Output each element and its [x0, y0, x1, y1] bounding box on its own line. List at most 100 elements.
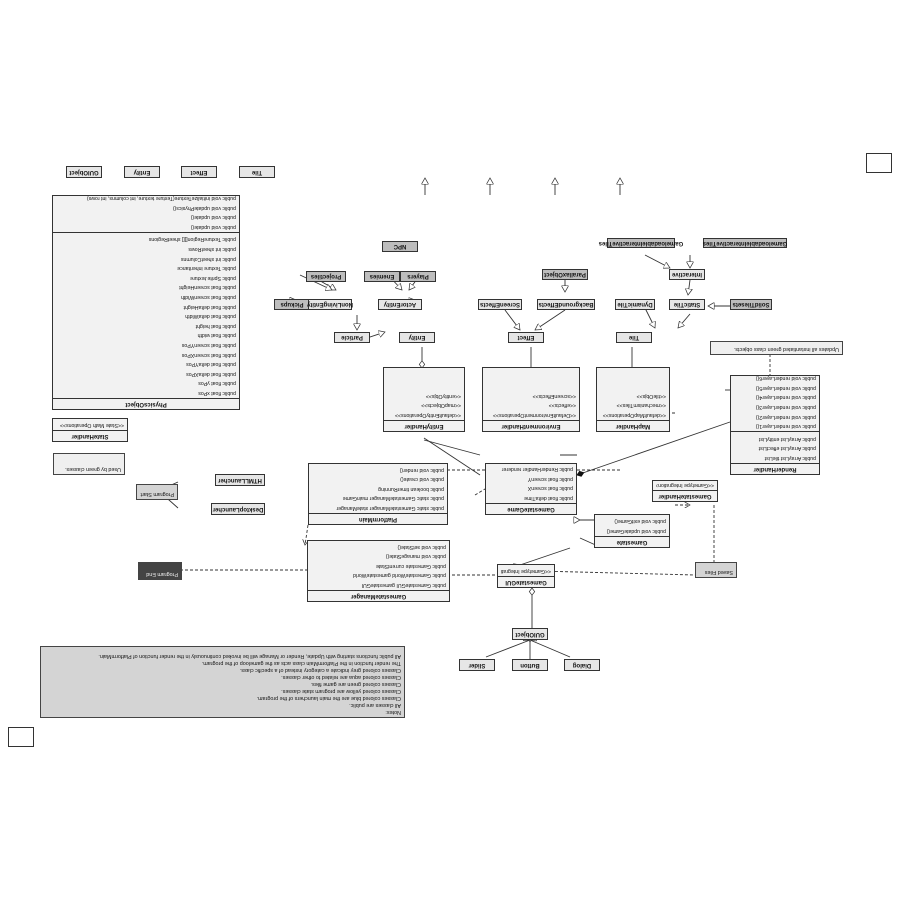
note-line: Classes colored green are game files. — [310, 681, 402, 687]
note-line: All public functions starting with Updat… — [98, 653, 401, 659]
note-corner-icon — [8, 727, 34, 747]
class-field: public int sheetRows — [188, 246, 236, 253]
static-tile-class: StaticTile — [669, 299, 705, 310]
note-corner-icon — [866, 153, 892, 173]
class-field: public ArrayList entityList — [758, 435, 816, 442]
class-field: public float deltaWidth — [185, 313, 236, 320]
note-line: Classes colored grey indicate a category… — [239, 667, 401, 673]
note-line: Classes colored yellow are program state… — [281, 688, 401, 694]
class-title: GamestateGame — [486, 503, 576, 514]
stereotype: <<defaultEntityOperations>> — [394, 412, 461, 418]
gamestate-manager-class: GamestateManager public GamestateGUI gam… — [307, 540, 450, 602]
gameloadable-interactive-tiles-class: GameloadableInteractiveTiles — [598, 238, 684, 248]
enemies-class: Enemies — [364, 271, 400, 282]
class-method: public void updatePhysics() — [172, 204, 236, 211]
class-field: public float screenXPos — [181, 351, 236, 358]
gameloadable-interactive-tiles-class-2: GameloadableInteractiveTiles — [702, 238, 788, 248]
map-handler-class: MapHandler <<defaultMapOperations>> <<me… — [596, 367, 670, 432]
parent-class-guiobject: GUIObject — [66, 166, 102, 178]
screen-effects-class: ScreenEffects — [478, 299, 522, 310]
guiobject-class: GUIObject — [512, 628, 548, 640]
saved-files-note: Saved Files — [695, 562, 737, 578]
methods-section: public void renderLayer1() public void re… — [731, 372, 819, 432]
fields-section: public float xPos public float yPos public… — [53, 231, 239, 398]
class-method: public void update() — [190, 223, 236, 230]
class-method: public void renderLayer4() — [755, 394, 816, 401]
effect-class: Effect — [508, 332, 544, 343]
methods-section: public void update() public void update()… — [53, 192, 239, 232]
class-method: public void renderLayer2() — [755, 413, 816, 420]
pickups-class: Pickups — [274, 299, 310, 310]
class-field: public float width — [197, 332, 236, 339]
note-line: Classes colored blue are the main launch… — [256, 695, 401, 701]
class-method: public void renderLayer3() — [755, 404, 816, 411]
note-line: All classes are public. — [349, 702, 401, 708]
class-title: MapHandler — [597, 420, 669, 431]
dialog-class: Dialog — [564, 659, 600, 671]
note-line: Classes colored aqua are related to othe… — [281, 674, 401, 680]
program-start-note: Program Start — [136, 484, 178, 500]
environment-handler-class: EnvironmentHandler <<DefaultEnvironmentO… — [482, 367, 580, 432]
stereotype: <<tileObjs>> — [636, 392, 666, 399]
parent-class-entity: Entity — [124, 166, 160, 178]
class-field: public float deltaXPos — [186, 370, 236, 377]
desktop-launcher-class: DesktopLauncher — [211, 503, 265, 515]
gamestate-class: Gamestate public void updateGame() publi… — [594, 514, 670, 548]
class-field: public float deltaHeight — [183, 303, 237, 310]
gamestate-gui-class: GamestateGUI <<Gametype Integration>> — [497, 564, 555, 588]
class-field: public float screenYPos — [181, 342, 236, 349]
used-by-note: Used by green classes. — [53, 453, 125, 475]
class-title: EnvironmentHandler — [483, 420, 579, 431]
stereotype: <<mechanismTiles>> — [616, 402, 666, 409]
platform-main-class: PlatformMain public static GamestateMana… — [308, 463, 448, 525]
program-end-note: Program End — [138, 562, 182, 580]
interactive-class: Interactive — [669, 269, 705, 280]
class-field: public Sprite.texture — [190, 274, 236, 281]
state-handler-class: StateHandler <<State Math Operations>> — [52, 418, 128, 442]
render-note: Updates all instantiated green class obj… — [710, 341, 843, 355]
gamestate-handler-class: GamestateHandler <<Gametype Integration>… — [652, 480, 718, 502]
class-method: public void update() — [190, 214, 236, 221]
tile-class: Tile — [616, 332, 652, 343]
particle-class: Particle — [334, 332, 370, 343]
class-title: GamestateManager — [308, 590, 449, 601]
players-class: Players — [400, 271, 436, 282]
stereotype: <<defaultMapOperations>> — [602, 412, 666, 418]
button-class: Button — [512, 659, 548, 671]
class-field: public TextureRegion[][] sheetRegions — [148, 236, 236, 243]
stereotype: <<screenEffects>> — [532, 392, 576, 399]
class-title: PlatformMain — [309, 513, 447, 524]
class-field: public float yPos — [198, 380, 236, 387]
notes-block: Notes: All classes are public.Classes co… — [40, 646, 405, 718]
class-title: Gamestate — [595, 536, 669, 547]
html-launcher-class: HTMLLauncher — [215, 474, 265, 486]
entity-class: Entity — [399, 332, 435, 343]
class-title: GamestateGUI — [498, 576, 554, 587]
class-title: RenderHandler — [731, 463, 819, 474]
class-field: public int sheetColumns — [180, 255, 236, 262]
actor-entity-class: ActorEntity — [378, 299, 422, 310]
class-method: public void renderLayer1() — [755, 423, 816, 430]
solid-tilesets-class: SolidTilesets — [730, 299, 772, 310]
class-field: public ArrayList effectList — [758, 445, 816, 452]
stereotype: <<DefaultEnvironmentOperations>> — [492, 412, 576, 418]
slider-class: Slider — [459, 659, 495, 671]
entity-handler-class: EntityHandler <<defaultEntityOperations>… — [383, 367, 465, 432]
class-method: public void renderLayer5() — [755, 384, 816, 391]
class-field: public float screenWidth — [180, 294, 236, 301]
parent-class-tile: Tile — [239, 166, 275, 178]
parent-class-effect: Effect — [181, 166, 217, 178]
npc-class: NPC — [382, 241, 418, 252]
note-line: The render function in the PlatformMain … — [201, 660, 401, 666]
class-method: public void renderLayer6() — [755, 375, 816, 382]
class-title: GamestateHandler — [653, 490, 717, 501]
class-field: public float xPos — [198, 390, 236, 396]
projectiles-class: Projectiles — [306, 271, 346, 282]
class-title: PhysicsObject — [53, 398, 239, 409]
background-effects-class: BackgroundEffects — [537, 299, 595, 310]
class-field: public float screenHeight — [179, 284, 236, 291]
